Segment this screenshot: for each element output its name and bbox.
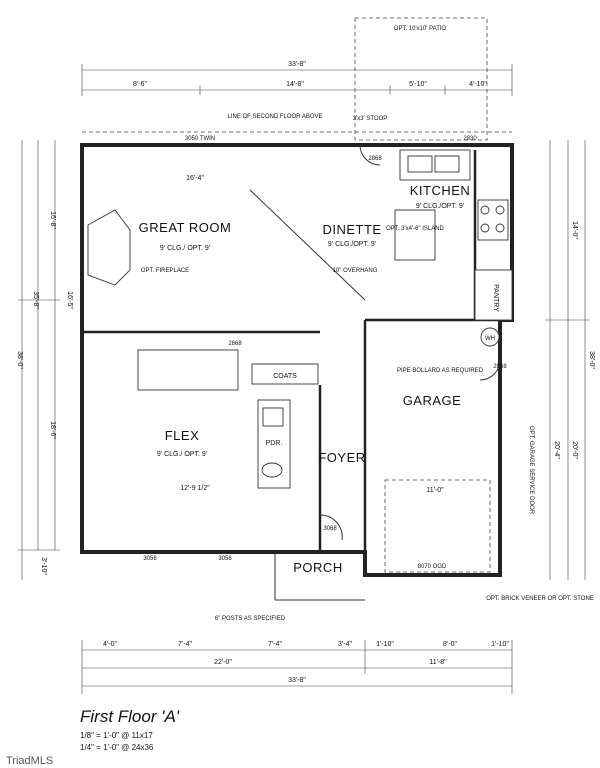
svg-text:11'-8": 11'-8"	[429, 659, 447, 666]
svg-text:14'-0": 14'-0"	[571, 221, 578, 239]
lavatory-icon	[261, 462, 283, 478]
svg-text:3'-10": 3'-10"	[40, 557, 47, 575]
water-heater-icon	[480, 327, 500, 347]
svg-text:4'-10": 4'-10"	[469, 81, 487, 88]
svg-text:PIPE BOLLARD AS REQUIRED: PIPE BOLLARD AS REQUIRED	[397, 368, 484, 374]
sink-icon	[407, 155, 433, 173]
svg-text:35'-8": 35'-8"	[32, 291, 39, 309]
svg-text:14'-8": 14'-8"	[286, 81, 304, 88]
svg-text:20'-0": 20'-0"	[571, 441, 578, 459]
svg-text:22'-0": 22'-0"	[214, 659, 232, 666]
svg-text:2868: 2868	[228, 341, 242, 347]
porch-label: PORCH	[293, 560, 342, 575]
svg-text:16'-4": 16'-4"	[186, 175, 204, 182]
garage-door-swing	[384, 479, 491, 573]
pdr-label: PDR.	[266, 440, 283, 447]
svg-text:2830: 2830	[463, 136, 477, 142]
pantry-box	[474, 269, 513, 321]
foyer-label: FOYER	[318, 450, 365, 465]
plan-title: First Floor 'A'	[80, 707, 180, 726]
svg-text:9' CLG./OPT. 9': 9' CLG./OPT. 9'	[328, 241, 376, 248]
front-door-swing	[319, 514, 343, 541]
coats-closet	[251, 363, 319, 385]
kitchen-island	[394, 209, 436, 261]
pantry-label: PANTRY	[492, 284, 499, 312]
svg-text:OPT. FIREPLACE: OPT. FIREPLACE	[141, 268, 189, 274]
svg-text:3050 TWIN: 3050 TWIN	[185, 136, 215, 142]
svg-text:16'-5": 16'-5"	[66, 291, 73, 309]
svg-text:8'-6": 8'-6"	[133, 81, 147, 88]
svg-text:1'-10": 1'-10"	[376, 641, 394, 648]
svg-text:OPT. 3'x4'-6" ISLAND: OPT. 3'x4'-6" ISLAND	[386, 226, 444, 232]
svg-text:WH: WH	[485, 336, 495, 342]
svg-text:6" POSTS AS SPECIFIED: 6" POSTS AS SPECIFIED	[215, 616, 286, 622]
garage-label: GARAGE	[403, 393, 462, 408]
svg-text:38'-0": 38'-0"	[16, 351, 23, 369]
svg-text:33'-8": 33'-8"	[288, 677, 306, 684]
door-swing	[359, 144, 381, 166]
svg-text:10" OVERHANG: 10" OVERHANG	[333, 268, 378, 274]
service-door-swing	[479, 359, 501, 381]
great-room-label: GREAT ROOM	[139, 220, 232, 235]
kitchen-label: KITCHEN	[410, 183, 471, 198]
svg-text:9' CLG./ OPT. 9': 9' CLG./ OPT. 9'	[157, 451, 207, 458]
svg-text:7'-4": 7'-4"	[178, 641, 192, 648]
svg-text:3056: 3056	[143, 556, 157, 562]
stairs	[137, 349, 239, 391]
svg-text:38'-0": 38'-0"	[588, 351, 595, 369]
svg-text:3'x3' STOOP: 3'x3' STOOP	[353, 116, 388, 122]
scale-2: 1/4" = 1'-0" @ 24x36	[80, 743, 154, 752]
diagonal-wall	[249, 189, 366, 301]
svg-text:2868: 2868	[368, 156, 382, 162]
toilet-icon	[262, 407, 284, 427]
svg-text:OPT. 10'x10' PATIO: OPT. 10'x10' PATIO	[394, 26, 447, 32]
svg-text:3'-4": 3'-4"	[338, 641, 352, 648]
watermark: TriadMLS	[6, 755, 53, 767]
svg-text:12'-9 1/2": 12'-9 1/2"	[180, 485, 210, 492]
exterior-wall	[80, 143, 514, 577]
coats-label: COATS	[273, 373, 297, 380]
scale-1: 1/8" = 1'-0" @ 11x17	[80, 731, 153, 740]
svg-text:LINE OF SECOND FLOOR ABOVE: LINE OF SECOND FLOOR ABOVE	[227, 114, 322, 120]
flex-label: FLEX	[165, 428, 200, 443]
svg-text:3056: 3056	[218, 556, 232, 562]
svg-text:8070 OGD: 8070 OGD	[418, 564, 447, 570]
svg-text:18'-6": 18'-6"	[49, 421, 56, 439]
svg-text:OPT. GARAGE SERVICE DOOR: OPT. GARAGE SERVICE DOOR	[528, 426, 534, 515]
svg-text:9' CLG./ OPT. 9': 9' CLG./ OPT. 9'	[160, 245, 210, 252]
svg-text:1'-10": 1'-10"	[491, 641, 509, 648]
svg-text:16'-8": 16'-8"	[49, 211, 56, 229]
svg-text:33'-8": 33'-8"	[288, 61, 306, 68]
svg-text:5'-10": 5'-10"	[409, 81, 427, 88]
svg-text:8'-0": 8'-0"	[443, 641, 457, 648]
range-icon	[477, 199, 509, 241]
svg-text:7'-4": 7'-4"	[268, 641, 282, 648]
svg-text:OPT. BRICK VENEER OR OPT. STON: OPT. BRICK VENEER OR OPT. STONE	[486, 596, 594, 602]
fireplace	[87, 209, 131, 286]
svg-text:11'-0": 11'-0"	[426, 487, 444, 494]
opt-patio-outline	[354, 17, 488, 141]
svg-text:3068: 3068	[323, 526, 337, 532]
svg-text:9' CLG./OPT. 9': 9' CLG./OPT. 9'	[416, 203, 464, 210]
svg-text:4'-0": 4'-0"	[103, 641, 117, 648]
svg-text:2868: 2868	[493, 364, 507, 370]
svg-text:20'-4": 20'-4"	[553, 441, 560, 459]
dinette-label: DINETTE	[322, 222, 381, 237]
